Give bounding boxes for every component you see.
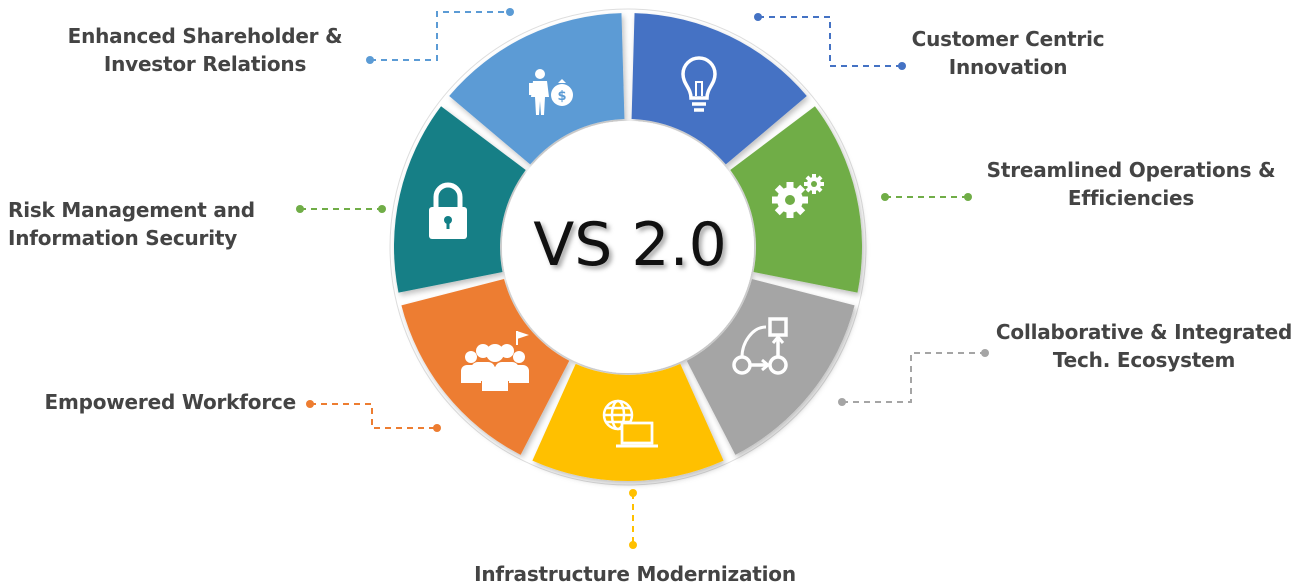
label-line: Tech. Ecosystem xyxy=(1052,348,1236,372)
connector-dot xyxy=(981,349,989,357)
team-icon xyxy=(461,331,529,391)
connector-dot xyxy=(881,193,889,201)
globe-laptop-icon xyxy=(602,399,658,448)
label-line: Investor Relations xyxy=(103,52,307,76)
label-line: Risk Management and xyxy=(8,198,255,222)
padlock-icon xyxy=(429,182,467,239)
connector-customer xyxy=(758,16,902,67)
connector-dot xyxy=(964,193,972,201)
connector-dot xyxy=(506,8,514,16)
label-line: Infrastructure Modernization xyxy=(474,562,796,586)
connector-shareholder xyxy=(370,11,510,61)
label-line: Innovation xyxy=(948,55,1068,79)
investor-icon: $ xyxy=(529,69,573,115)
connector-dot xyxy=(629,541,637,549)
label-line: Collaborative & Integrated xyxy=(995,320,1293,344)
lightbulb-icon xyxy=(681,56,717,112)
label-operations: Streamlined Operations & Efficiencies xyxy=(970,156,1292,212)
center-title: VS 2.0 xyxy=(533,210,727,280)
connector-dot xyxy=(629,489,637,497)
connector-dot xyxy=(838,398,846,406)
gears-icon xyxy=(772,174,824,218)
connector-dot xyxy=(898,62,906,70)
label-customer: Customer Centric Innovation xyxy=(888,25,1128,81)
label-line: Enhanced Shareholder & xyxy=(67,24,343,48)
connector-dot xyxy=(306,400,314,408)
label-line: Efficiencies xyxy=(1067,186,1195,210)
label-line: Empowered Workforce xyxy=(44,390,297,414)
label-line: Information Security xyxy=(8,226,238,250)
label-risk: Risk Management and Information Security xyxy=(8,196,298,252)
connector-dot xyxy=(366,56,374,64)
label-line: Streamlined Operations & xyxy=(986,158,1276,182)
label-infrastructure: Infrastructure Modernization xyxy=(460,560,810,588)
label-line: Customer Centric xyxy=(911,27,1105,51)
svg-text:$: $ xyxy=(557,89,566,104)
workflow-icon xyxy=(732,317,788,375)
connector-dot xyxy=(754,13,762,21)
label-workforce: Empowered Workforce xyxy=(0,388,297,416)
connector-dot xyxy=(378,205,386,213)
connector-dot xyxy=(433,424,441,432)
label-collaborative: Collaborative & Integrated Tech. Ecosyst… xyxy=(985,318,1303,374)
segment-customer xyxy=(631,13,807,165)
connector-workforce xyxy=(310,403,437,429)
connector-collaborative xyxy=(842,352,985,403)
connector-dot xyxy=(296,205,304,213)
center-disc xyxy=(502,121,754,373)
label-shareholder: Enhanced Shareholder & Investor Relation… xyxy=(50,22,360,78)
